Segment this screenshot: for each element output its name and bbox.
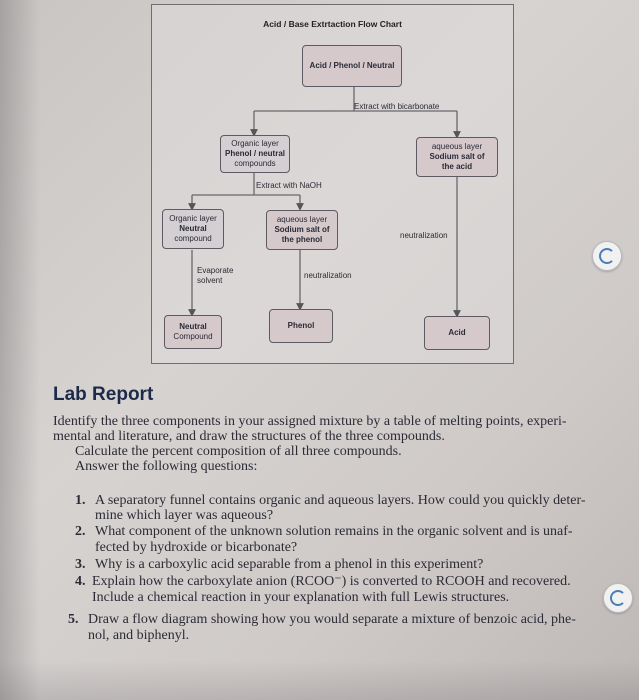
- question-number: 1.: [75, 493, 86, 508]
- aqueous-layer-1-line: the acid: [441, 162, 473, 171]
- step-neutralization-middle: neutralization: [304, 271, 352, 280]
- step-evaporate: Evaporate solvent: [197, 266, 233, 286]
- acid-label: Acid: [448, 328, 466, 337]
- organic-layer-1-line: compounds: [234, 159, 276, 168]
- organic-layer-box-1: Organic layer Phenol / neutral compounds: [220, 135, 290, 173]
- organic-layer-2-line: Neutral: [179, 224, 207, 233]
- neutral-compound-line: Compound: [173, 332, 213, 341]
- question-line: What component of the unknown solution r…: [95, 524, 573, 539]
- phenol-label: Phenol: [287, 321, 315, 330]
- aqueous-layer-2-line: Sodium salt of: [274, 225, 330, 234]
- flow-chart: Acid / Base Extrtaction Flow Chart Acid …: [151, 4, 514, 364]
- step-extract-naoh: Extract with NaOH: [256, 181, 322, 190]
- question-number: 2.: [75, 524, 86, 539]
- intro-line: mental and literature, and draw the stru…: [53, 429, 445, 444]
- lab-report-heading: Lab Report: [53, 384, 154, 405]
- aqueous-layer-2-line: aqueous layer: [276, 215, 328, 224]
- mixture-label: Acid / Phenol / Neutral: [309, 61, 395, 70]
- aqueous-layer-1-line: Sodium salt of: [429, 152, 485, 161]
- scan-overlay-circle-button[interactable]: [603, 583, 633, 613]
- organic-layer-2-line: compound: [174, 234, 212, 243]
- page-shadow-left: [0, 0, 40, 700]
- question-number: 4.: [75, 574, 86, 589]
- evaporate-line: solvent: [197, 276, 223, 285]
- step-neutralization-right: neutralization: [400, 231, 448, 240]
- neutral-compound-line: Neutral: [179, 322, 207, 331]
- organic-layer-2-line: Organic layer: [169, 214, 217, 223]
- step-extract-bicarbonate: Extract with bicarbonate: [354, 102, 440, 111]
- acid-box: Acid: [424, 316, 490, 350]
- aqueous-layer-1-line: aqueous layer: [431, 142, 483, 151]
- intro-line: Answer the following questions:: [75, 459, 258, 474]
- question-number: 3.: [75, 557, 86, 572]
- organic-layer-1-line: Organic layer: [231, 139, 279, 148]
- question-line: Why is a carboxylic acid separable from …: [95, 557, 484, 572]
- question-line: Include a chemical reaction in your expl…: [92, 590, 510, 605]
- organic-layer-1-line: Phenol / neutral: [224, 149, 285, 158]
- intro-line: Calculate the percent composition of all…: [75, 444, 402, 459]
- organic-layer-box-2: Organic layer Neutral compound: [162, 209, 224, 249]
- question-number: 5.: [68, 612, 79, 627]
- evaporate-line: Evaporate: [197, 266, 234, 275]
- page-shadow-bottom: [0, 660, 639, 700]
- aqueous-layer-box-2: aqueous layer Sodium salt of the phenol: [266, 210, 338, 250]
- question-line: fected by hydroxide or bicarbonate?: [95, 540, 298, 555]
- question-line: nol, and biphenyl.: [88, 628, 190, 643]
- neutral-compound-box: Neutral Compound: [164, 315, 222, 349]
- question-line: Draw a flow diagram showing how you woul…: [88, 612, 576, 627]
- flow-chart-connectors: [188, 87, 461, 318]
- aqueous-layer-2-line: the phenol: [281, 235, 323, 244]
- mixture-box: Acid / Phenol / Neutral: [302, 45, 402, 87]
- question-line: mine which layer was aqueous?: [95, 508, 274, 523]
- aqueous-layer-box-1: aqueous layer Sodium salt of the acid: [416, 137, 498, 177]
- question-line: Explain how the carboxylate anion (RCOO⁻…: [92, 574, 571, 589]
- phenol-box: Phenol: [269, 309, 333, 343]
- intro-line: Identify the three components in your as…: [53, 414, 567, 429]
- scan-overlay-circle-button[interactable]: [592, 241, 622, 271]
- flow-chart-title: Acid / Base Extrtaction Flow Chart: [263, 19, 402, 29]
- question-line: A separatory funnel contains organic and…: [95, 493, 586, 508]
